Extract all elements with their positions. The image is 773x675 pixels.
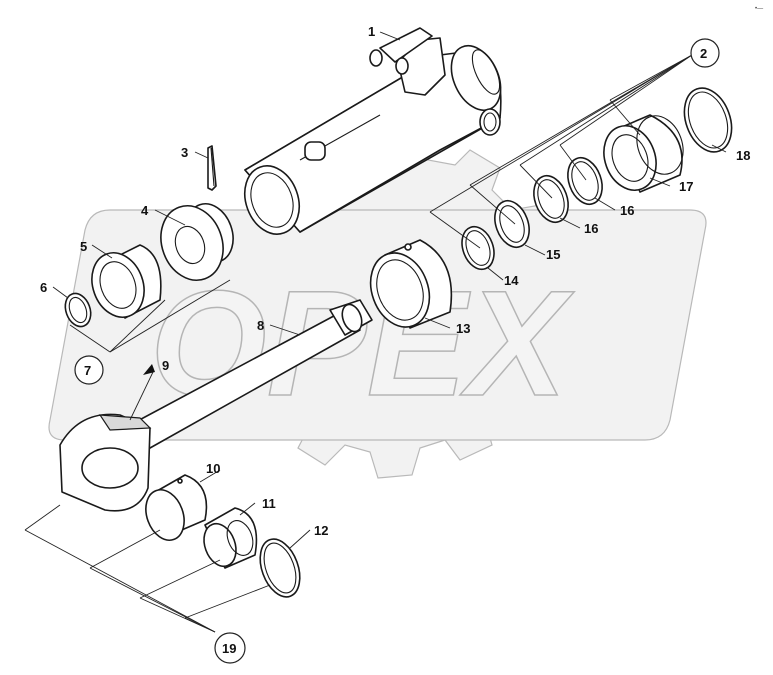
callout-17: 17 [679,179,693,194]
seal-ring-16b [567,156,603,206]
callout-16b: 16 [620,203,634,218]
callout-8: 8 [257,318,264,333]
gland-bushing [160,203,234,281]
corner-mark: •— [755,6,763,12]
callout-7-circle [74,355,104,385]
callout-18: 18 [736,148,750,163]
eye-bushing [145,474,208,541]
gland-head [603,114,684,193]
piston [369,239,453,329]
seal-ring-16a [533,174,569,224]
callout-16a: 16 [584,221,598,236]
callouts: 1 2 3 4 5 6 7 8 9 10 11 12 13 14 15 16 1… [40,24,750,664]
callout-6: 6 [40,280,47,295]
callout-19: 19 [222,641,236,656]
callout-1: 1 [368,24,375,39]
rod-eye [59,413,152,512]
callout-10: 10 [206,461,220,476]
arrow-marker [143,364,155,375]
callout-14: 14 [504,273,519,288]
callout-3: 3 [181,145,188,160]
o-ring [64,292,92,328]
callout-2: 2 [700,46,707,61]
leader-lines [24,31,727,633]
callout-5: 5 [80,239,87,254]
callout-7: 7 [84,363,91,378]
callout-11: 11 [262,496,276,511]
cylinder-barrel [243,27,502,235]
cotter-pin [207,145,217,191]
callout-9: 9 [162,358,169,373]
callout-2-circle [690,38,720,68]
callout-13: 13 [456,321,470,336]
seal-ring-14 [461,225,495,271]
seal-ring-15 [494,199,530,249]
bushing-ring [91,244,162,319]
callout-12: 12 [314,523,328,538]
snap-ring [259,538,301,598]
callout-4: 4 [141,203,149,218]
spherical-bearing [203,507,258,569]
callout-19-circle [214,632,246,664]
callout-15: 15 [546,247,560,262]
